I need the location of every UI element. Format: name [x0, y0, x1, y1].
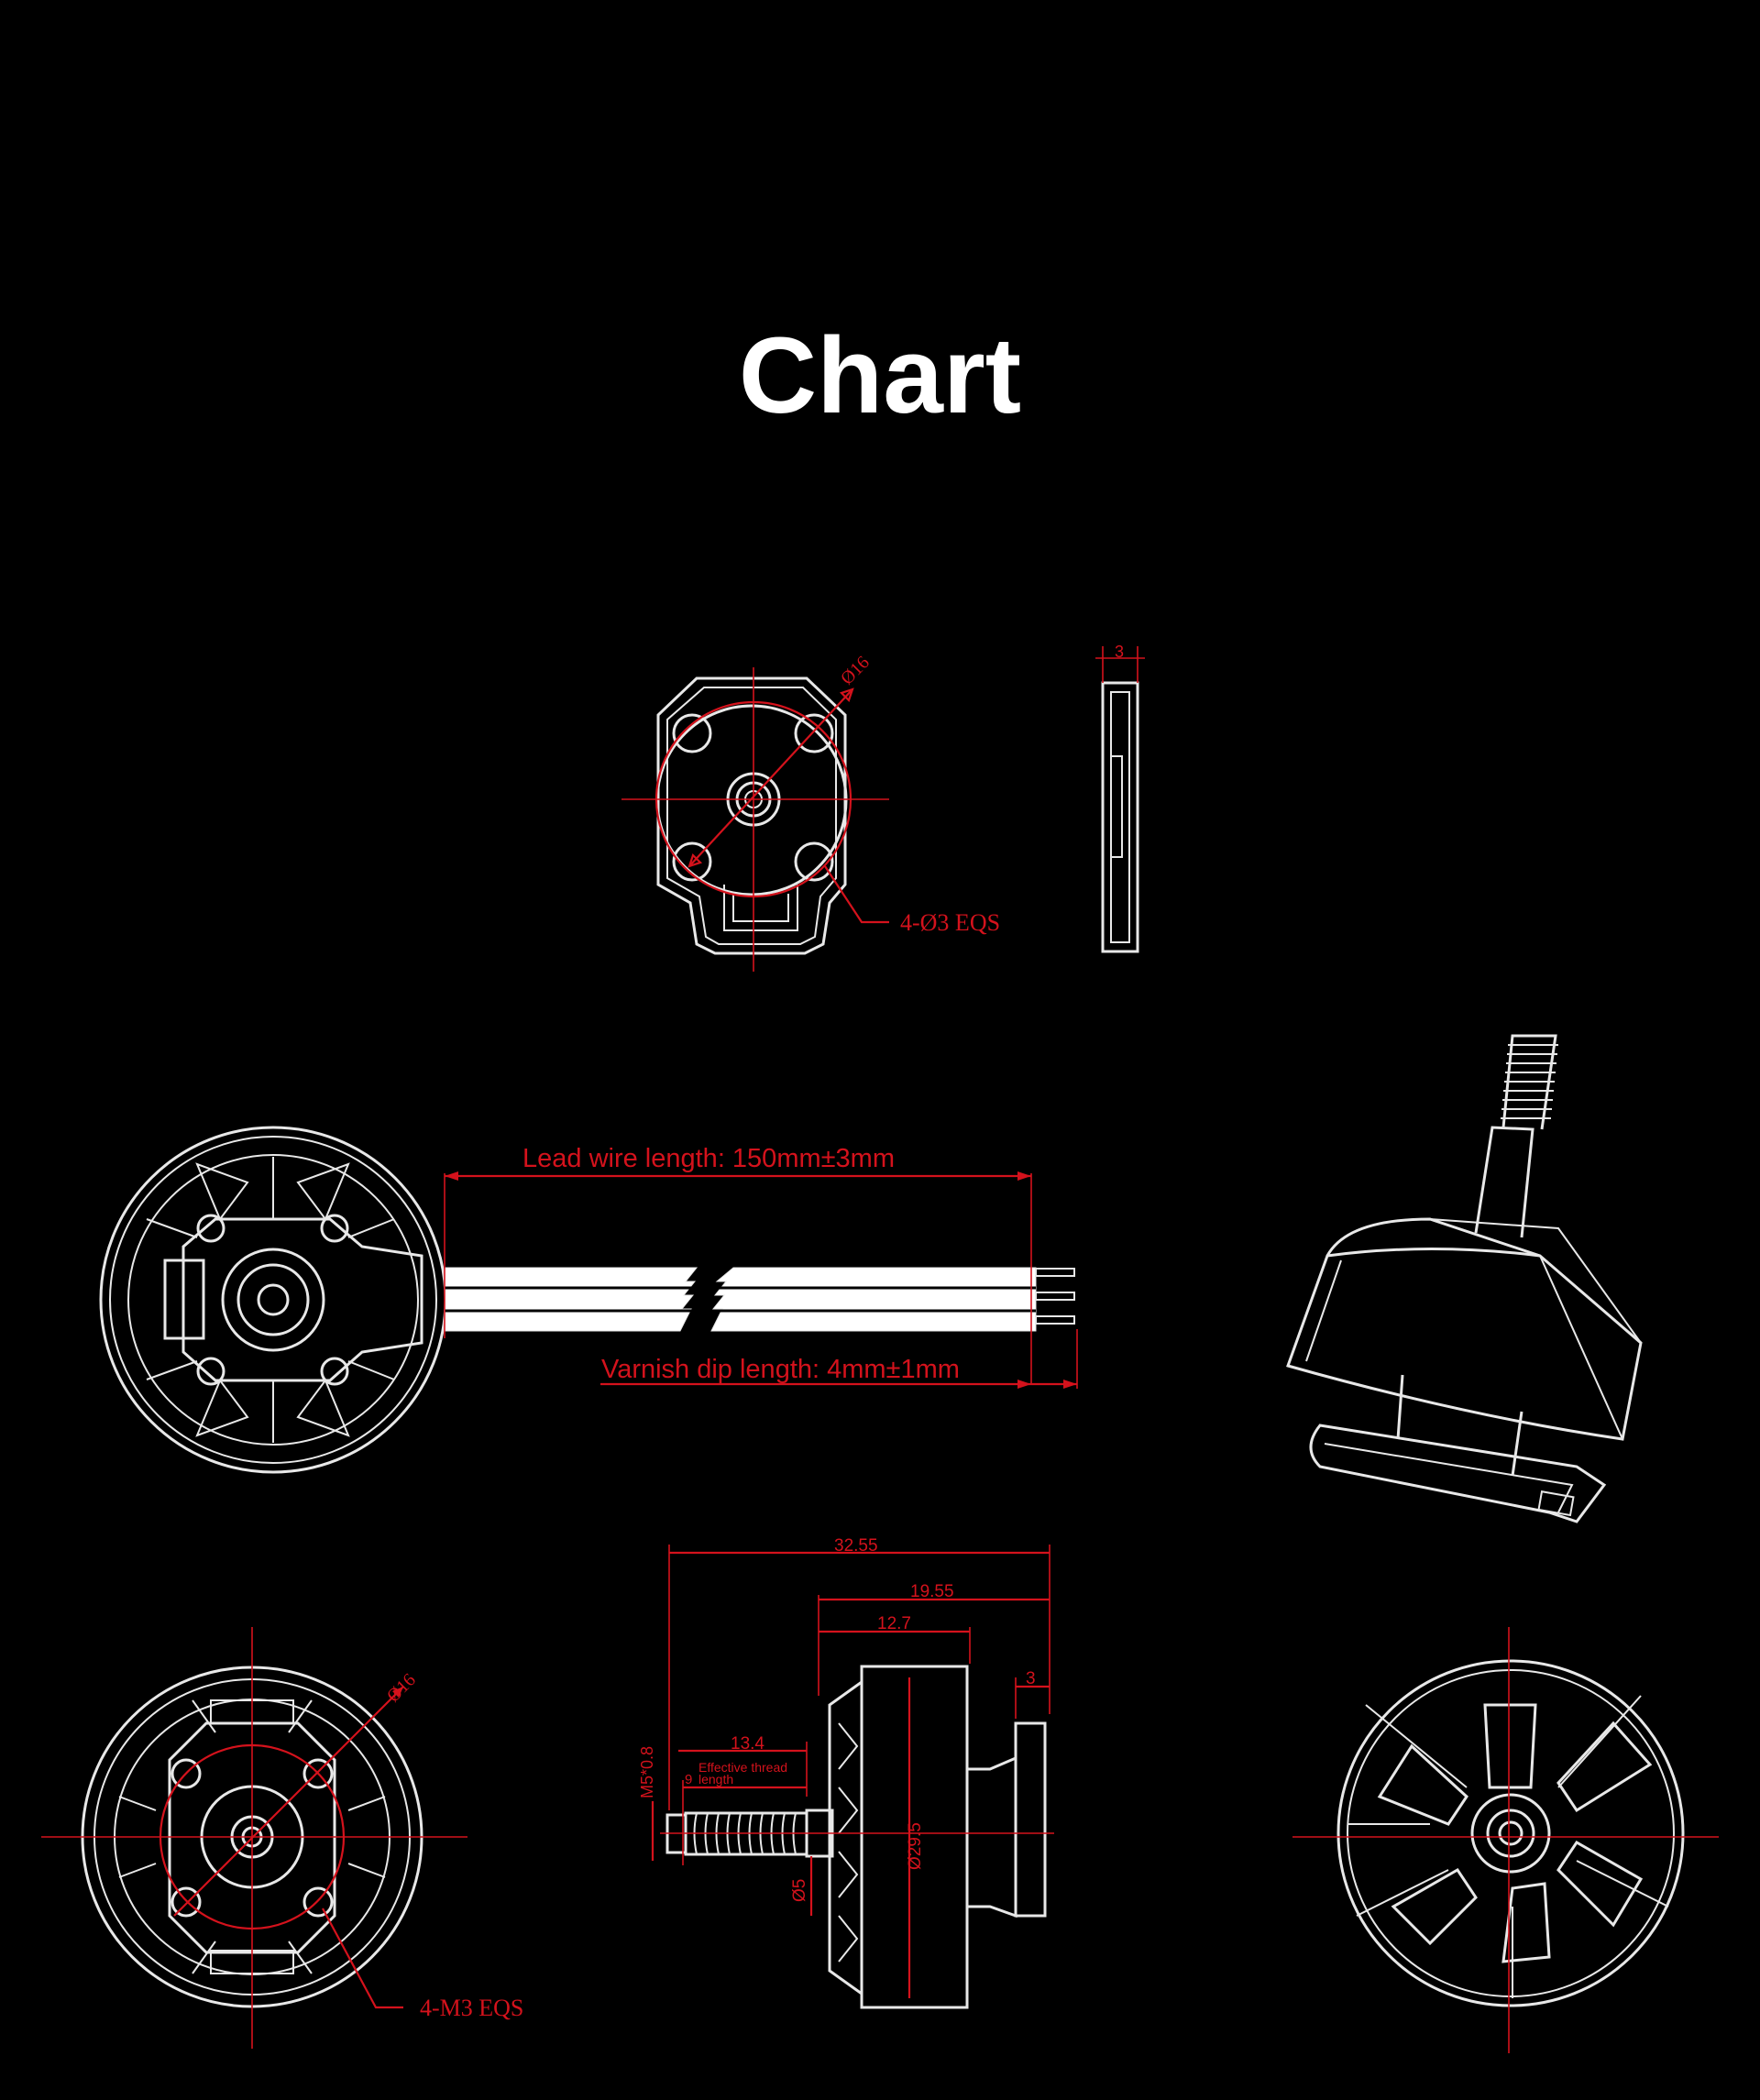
mount-plate-front-view	[622, 667, 889, 972]
thread-spec-label: M5*0.8	[638, 1746, 656, 1798]
motor-bell-top-view	[1292, 1627, 1719, 2053]
lead-wire-length-label: Lead wire length: 150mm±3mm	[522, 1144, 895, 1173]
body-length-label: 19.55	[910, 1582, 954, 1601]
shaft-diameter-label: Ø5	[790, 1879, 809, 1902]
overall-length-label: 32.55	[834, 1536, 878, 1556]
plate-thickness-label: 3	[1115, 643, 1124, 661]
body-diameter-label: Ø29.5	[906, 1822, 925, 1870]
thread-length-word: length	[698, 1772, 733, 1787]
motor-side-view	[660, 1665, 1054, 2009]
mount-plate-side-view	[1095, 646, 1145, 953]
bottom-hole-callout: 4-M3 EQS	[420, 1995, 523, 2021]
motor-isometric-view	[1286, 1034, 1643, 1523]
thread-length-label: 13.4	[731, 1734, 764, 1754]
varnish-dip-dimension	[600, 1329, 1078, 1389]
plate-hole-callout: 4-Ø3 EQS	[900, 909, 1000, 936]
bell-length-label: 12.7	[877, 1614, 911, 1633]
lead-wire-dimension	[444, 1171, 1032, 1384]
base-thickness-label: 3	[1026, 1669, 1036, 1688]
effective-thread-label: Effective thread	[698, 1760, 787, 1775]
motor-top-view	[99, 1126, 447, 1474]
thread-9-label: 9	[685, 1772, 692, 1787]
plate-diameter-label: Ø16	[837, 653, 874, 689]
side-view-dimensions	[651, 1545, 1050, 1998]
varnish-dip-length-label: Varnish dip length: 4mm±1mm	[601, 1355, 960, 1384]
motor-bottom-view	[41, 1627, 468, 2049]
page-title: Chart	[738, 315, 1022, 436]
lead-wires	[444, 1267, 1075, 1332]
